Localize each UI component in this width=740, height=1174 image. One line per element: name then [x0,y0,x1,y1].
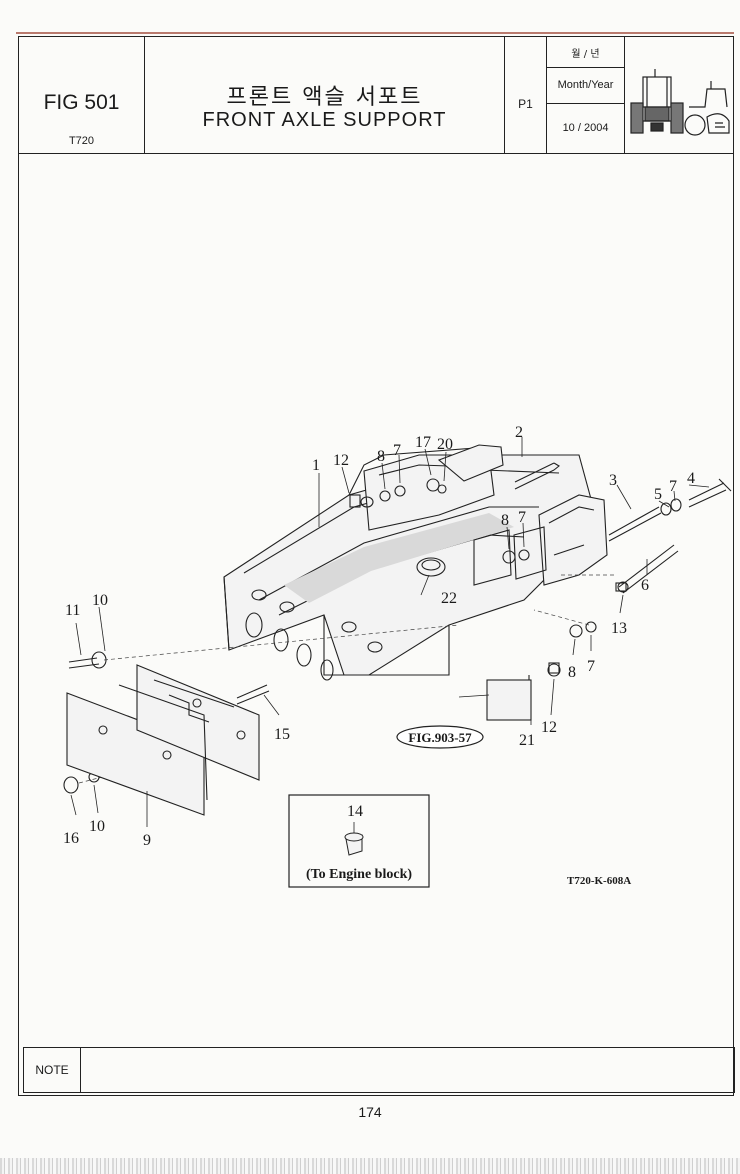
callout-labels: 1 2 3 4 5 6 7 7 7 7 8 8 8 9 10 10 11 12 … [63,424,695,849]
callout-2: 2 [515,424,523,441]
callout-3: 3 [609,472,617,489]
leader-lines [70,437,710,827]
callout-15: 15 [274,726,290,743]
month-year-korean: 월 / 년 [547,43,624,68]
fig-cell: FIG 501 T720 [19,37,145,153]
callout-17: 17 [415,434,431,451]
title-korean: 프론트 액슬 서포트 [226,85,423,110]
callout-7d: 7 [587,658,595,675]
callout-7b: 7 [669,478,677,495]
callout-10b: 10 [89,818,105,835]
callout-10a: 10 [92,592,108,609]
callout-7a: 7 [393,442,401,459]
inset-box: 14 (To Engine block) [288,794,430,888]
top-rule [16,32,734,34]
callout-1: 1 [312,457,320,474]
page-frame: FIG 501 T720 프론트 액슬 서포트 FRONT AXLE SUPPO… [18,36,735,1096]
note-box: NOTE [23,1047,735,1093]
callout-8c: 8 [568,664,576,681]
exploded-parts-diagram: 1 2 3 4 5 6 7 7 7 7 8 8 8 9 10 10 11 12 … [63,424,732,888]
front-axle-support-body [223,444,608,681]
inset-caption: (To Engine block) [306,867,412,882]
callout-5: 5 [654,486,662,503]
callout-8b: 8 [501,512,509,529]
revision-date: 10 / 2004 [562,122,609,134]
callout-7c: 7 [518,509,526,526]
callout-4: 4 [687,470,695,487]
scan-artifact-strip [0,1158,740,1174]
page-code: P1 [518,97,533,111]
callout-8a: 8 [377,448,385,465]
page-code-cell: P1 [505,37,547,153]
model-code: T720 [68,135,95,147]
page-number: 174 [358,1104,382,1120]
tractor-logo-cell [625,37,735,153]
callout-12b: 12 [541,719,557,736]
callout-20: 20 [437,436,453,453]
tractor-icon [630,69,730,136]
date-cell: 월 / 년 Month/Year 10 / 2004 [547,37,625,153]
callout-6: 6 [641,577,649,594]
callout-11: 11 [65,602,80,619]
callout-22: 22 [441,590,457,607]
title-english: FRONT AXLE SUPPORT [202,109,447,131]
callout-16: 16 [63,830,79,847]
fig-reference: FIG.903-57 [408,730,472,745]
title-block: FIG 501 T720 프론트 액슬 서포트 FRONT AXLE SUPPO… [19,37,733,154]
fig-number: FIG 501 [43,91,120,114]
inset-number: 14 [347,803,363,820]
fig-reference-badge: FIG.903-57 [396,725,484,749]
front-plate [66,664,260,816]
drawing-code: T720-K-608A [567,875,631,887]
month-year-label: Month/Year [547,67,624,104]
callout-9: 9 [143,832,151,849]
callout-13: 13 [611,620,627,637]
note-label: NOTE [24,1048,81,1092]
callout-12a: 12 [333,452,349,469]
callout-21: 21 [519,732,535,749]
title-cell: 프론트 액슬 서포트 FRONT AXLE SUPPORT [145,37,505,153]
